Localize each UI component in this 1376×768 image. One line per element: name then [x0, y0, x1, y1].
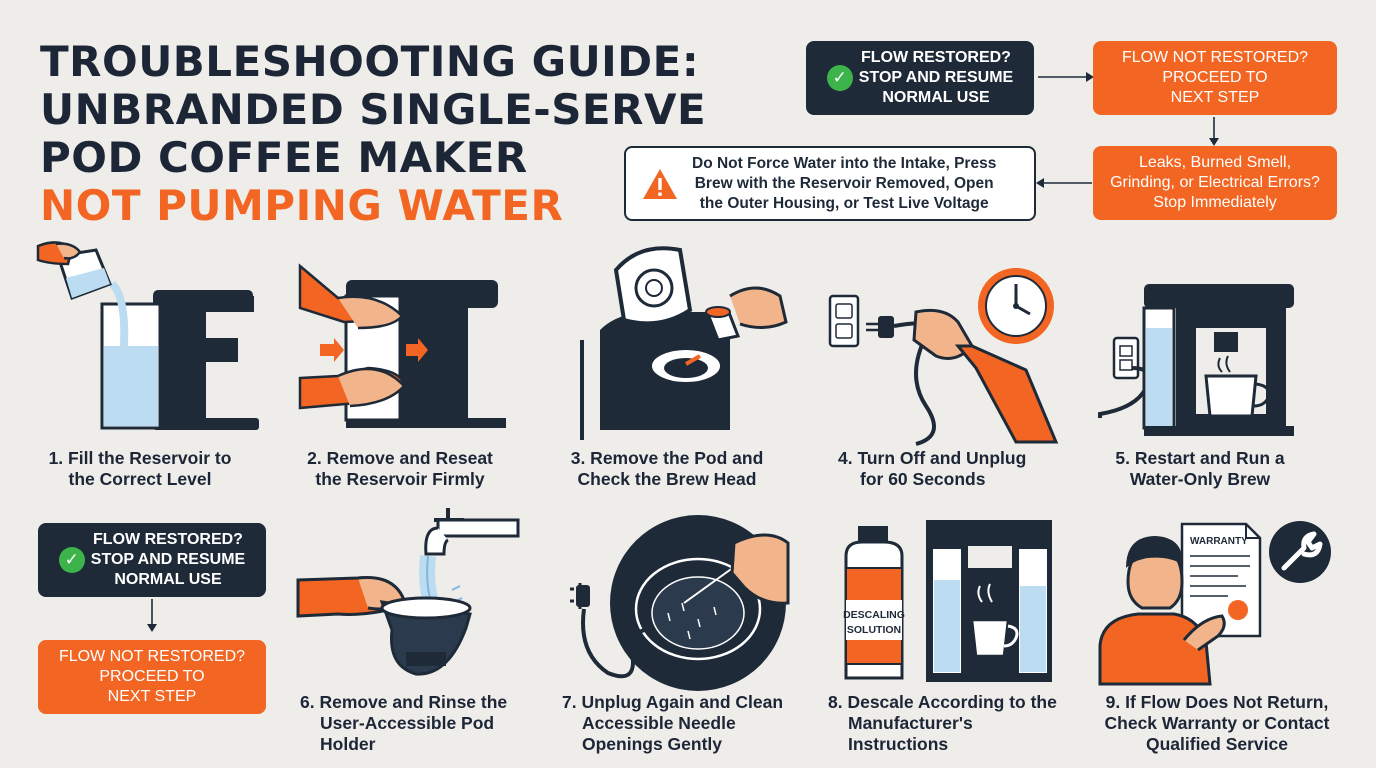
- step-9-illustration: WARRANTY: [1098, 521, 1331, 686]
- step-4-label: 4. Turn Off and Unplug for 60 Seconds: [838, 448, 1048, 490]
- warranty-label: WARRANTY: [1190, 536, 1248, 547]
- warning-line: Do Not Force Water into the Intake, Pres…: [692, 154, 997, 172]
- flow-not-restored-box-top: FLOW NOT RESTORED? PROCEED TO NEXT STEP: [1093, 41, 1337, 115]
- step-7-label: 7. Unplug Again and Clean Accessible Nee…: [562, 692, 802, 755]
- flow-not-restored-line: NEXT STEP: [107, 688, 197, 705]
- title-line-4: NOT PUMPING WATER: [40, 181, 564, 230]
- title-line-2: UNBRANDED SINGLE-SERVE: [40, 85, 707, 134]
- stop-line: Grinding, or Electrical Errors?: [1110, 174, 1320, 191]
- step-label-line: Holder: [320, 734, 376, 754]
- step-8-label: 8. Descale According to the Manufacturer…: [828, 692, 1078, 755]
- step-6-label: 6. Remove and Rinse the User-Accessible …: [300, 692, 530, 755]
- step-label-line: Check the Brew Head: [577, 469, 757, 489]
- flow-not-restored-line: PROCEED TO: [99, 668, 205, 685]
- step-3-illustration: [580, 246, 788, 440]
- step-label-line: for 60 Seconds: [860, 469, 986, 489]
- flow-not-restored-line: FLOW NOT RESTORED?: [58, 648, 246, 665]
- flow-restored-line: STOP AND RESUME: [858, 69, 1014, 86]
- step-9-label: 9. If Flow Does Not Return, Check Warran…: [1092, 692, 1342, 755]
- step-label-line: 1. Fill the Reservoir to: [48, 448, 232, 468]
- descaling-label-2: SOLUTION: [847, 624, 901, 636]
- step-4-illustration: [828, 268, 1059, 446]
- warning-icon: [643, 168, 677, 199]
- step-label-line: Manufacturer's: [848, 713, 973, 733]
- step-label-line: Accessible Needle: [582, 713, 736, 733]
- flow-not-restored-box-mid: FLOW NOT RESTORED? PROCEED TO NEXT STEP: [38, 640, 266, 714]
- check-icon: ✓: [826, 65, 853, 91]
- flow-restored-line: NORMAL USE: [882, 89, 990, 106]
- step-label-line: 9. If Flow Does Not Return,: [1105, 692, 1329, 712]
- arrow-right-icon: [1038, 72, 1094, 82]
- flow-not-restored-line: FLOW NOT RESTORED?: [1121, 49, 1309, 66]
- step-label-line: 3. Remove the Pod and: [570, 448, 764, 468]
- flow-restored-line: FLOW RESTORED?: [861, 49, 1011, 66]
- step-label-line: the Correct Level: [68, 469, 212, 489]
- step-label-line: Check Warranty or Contact: [1104, 713, 1330, 733]
- step-1-illustration: [36, 241, 259, 430]
- step-label-line: the Reservoir Firmly: [315, 469, 485, 489]
- flow-restored-line: FLOW RESTORED?: [93, 531, 243, 548]
- step-label-line: 4. Turn Off and Unplug: [838, 448, 1027, 468]
- flow-restored-line: STOP AND RESUME: [90, 551, 246, 568]
- warning-line: the Outer Housing, or Test Live Voltage: [699, 194, 989, 212]
- step-label-line: Qualified Service: [1145, 734, 1288, 754]
- flow-restored-line: NORMAL USE: [114, 571, 222, 588]
- flow-restored-box-mid: ✓ FLOW RESTORED? STOP AND RESUME NORMAL …: [38, 523, 266, 597]
- step-6-illustration: [296, 508, 520, 676]
- step-label-line: 5. Restart and Run a: [1115, 448, 1285, 468]
- step-7-illustration: [570, 515, 790, 691]
- title-line-3: POD COFFEE MAKER: [40, 133, 528, 182]
- step-label-line: 7. Unplug Again and Clean: [562, 692, 784, 712]
- page-title: TROUBLESHOOTING GUIDE: UNBRANDED SINGLE-…: [40, 38, 760, 230]
- flow-not-restored-line: PROCEED TO: [1162, 69, 1268, 86]
- step-1-label: 1. Fill the Reservoir to the Correct Lev…: [40, 448, 240, 490]
- outlet-icon: [828, 294, 860, 348]
- step-2-illustration: [298, 263, 506, 428]
- warning-box: Do Not Force Water into the Intake, Pres…: [624, 146, 1036, 221]
- stop-immediately-box: Leaks, Burned Smell, Grinding, or Electr…: [1093, 146, 1337, 220]
- arrow-down-icon: [147, 599, 157, 632]
- clock-icon: [978, 268, 1054, 344]
- step-5-illustration: [1098, 284, 1294, 436]
- step-3-label: 3. Remove the Pod and Check the Brew Hea…: [562, 448, 772, 490]
- check-icon: ✓: [58, 547, 85, 573]
- stop-line: Leaks, Burned Smell,: [1138, 154, 1292, 171]
- step-label-line: 2. Remove and Reseat: [307, 448, 493, 468]
- arrow-down-icon: [1209, 117, 1219, 146]
- plug-icon: [866, 316, 927, 338]
- step-label-line: User-Accessible Pod: [320, 713, 495, 733]
- warning-line: Brew with the Reservoir Removed, Open: [694, 174, 994, 192]
- flow-restored-box-top: ✓ FLOW RESTORED? STOP AND RESUME NORMAL …: [806, 41, 1034, 115]
- step-2-label: 2. Remove and Reseat the Reservoir Firml…: [296, 448, 504, 490]
- step-5-label: 5. Restart and Run a Water-Only Brew: [1100, 448, 1300, 490]
- title-line-1: TROUBLESHOOTING GUIDE:: [40, 37, 700, 86]
- wrench-icon: [1269, 521, 1331, 583]
- arrow-left-icon: [1036, 178, 1092, 188]
- step-8-illustration: DESCALING SOLUTION: [843, 520, 1052, 682]
- step-label-line: 6. Remove and Rinse the: [300, 692, 508, 712]
- stop-line: Stop Immediately: [1153, 194, 1277, 211]
- descaling-label-1: DESCALING: [843, 609, 905, 621]
- step-label-line: Openings Gently: [582, 734, 723, 754]
- step-label-line: Water-Only Brew: [1129, 469, 1271, 489]
- step-label-line: 8. Descale According to the: [828, 692, 1057, 712]
- step-label-line: Instructions: [848, 734, 949, 754]
- flow-not-restored-line: NEXT STEP: [1170, 89, 1260, 106]
